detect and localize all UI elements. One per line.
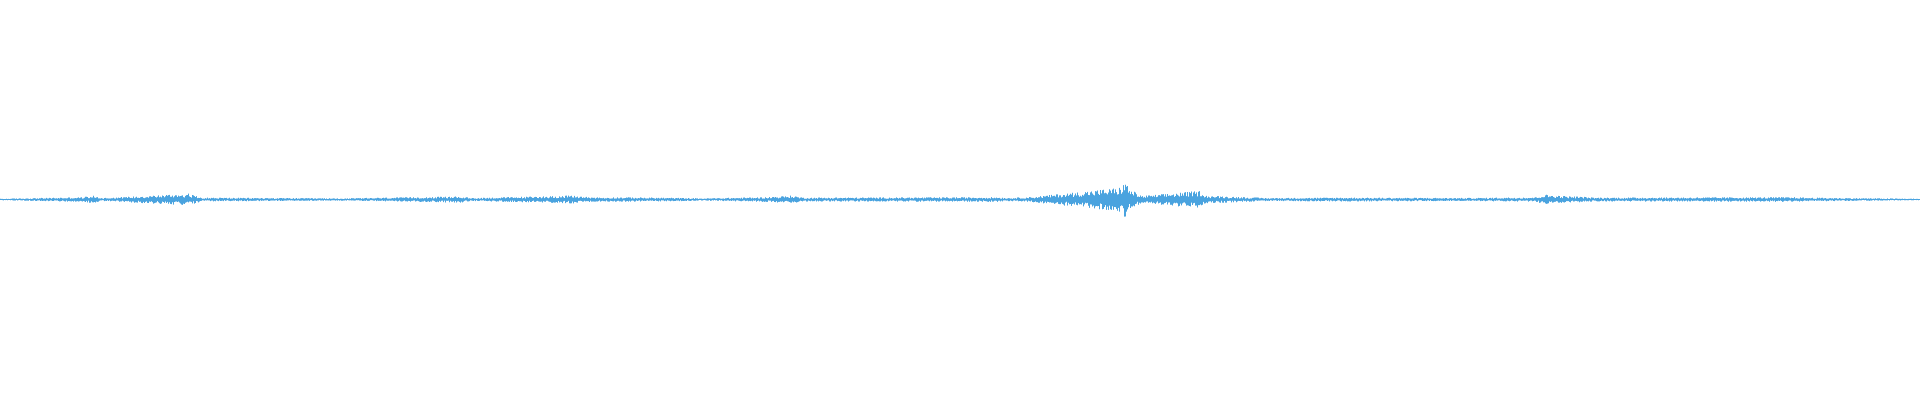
waveform-trace [0,184,1920,217]
